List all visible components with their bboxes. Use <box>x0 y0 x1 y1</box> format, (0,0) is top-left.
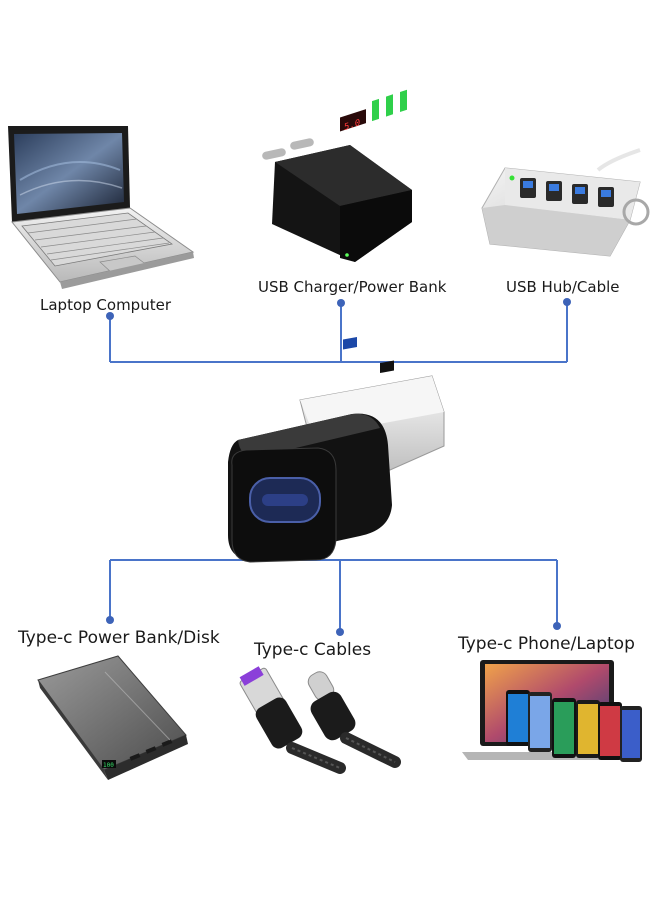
label-laptop-computer: Laptop Computer <box>40 296 171 314</box>
type-c-cables-icon <box>239 666 401 774</box>
laptop-icon <box>8 126 195 289</box>
bottom-connector-dots <box>106 616 561 636</box>
bottom-connector-lines <box>109 559 558 632</box>
top-connector-dots <box>106 298 571 320</box>
power-bank-icon: 100 <box>37 655 188 780</box>
top-connector-lines <box>109 302 568 363</box>
phone-laptop-icon <box>462 660 642 762</box>
label-usb-hub: USB Hub/Cable <box>506 278 620 296</box>
label-usb-charger: USB Charger/Power Bank <box>258 278 447 296</box>
label-type-c-power-bank: Type-c Power Bank/Disk <box>18 628 220 648</box>
usb-hub-icon <box>481 148 650 257</box>
svg-text:5.0: 5.0 <box>344 117 360 133</box>
label-type-c-cables: Type-c Cables <box>254 640 372 660</box>
label-type-c-phone-laptop: Type-c Phone/Laptop <box>458 634 635 654</box>
usb-a-to-type-c-adapter-icon <box>228 337 445 563</box>
usb-charger-icon: 5.0 <box>262 89 412 262</box>
svg-text:100: 100 <box>103 762 114 769</box>
